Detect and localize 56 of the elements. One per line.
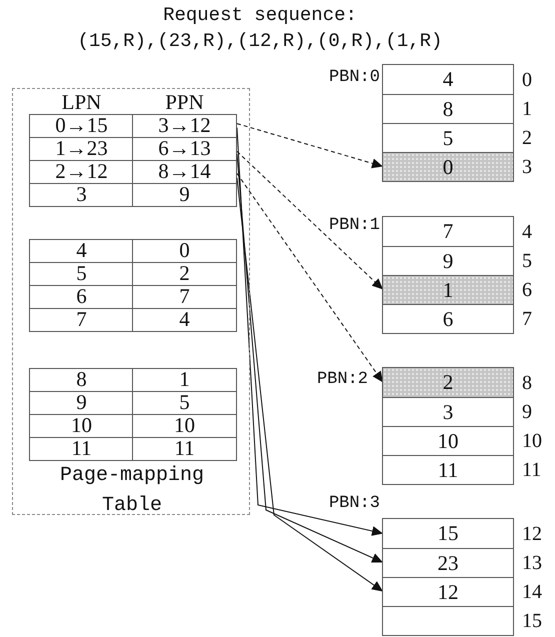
page-number: 6 <box>522 280 532 300</box>
mapping-cell: 8→14 <box>132 160 237 184</box>
table-cell: 1 <box>132 368 237 392</box>
page-number: 9 <box>522 402 532 422</box>
page-number: 4 <box>522 222 532 242</box>
column-header: PPN <box>164 92 205 112</box>
block-label: PBN:2 <box>316 370 368 390</box>
table-cell: 11 <box>132 437 237 461</box>
page-number: 7 <box>522 309 532 329</box>
table-cell: 4 <box>132 308 237 332</box>
mapping-cell: 3→12 <box>132 114 237 138</box>
node-label: 7 <box>442 219 454 243</box>
page-slot: 1 <box>383 275 513 304</box>
node-label: 15 <box>438 521 458 545</box>
table-cell: 11 <box>29 437 134 461</box>
page-number: 1 <box>522 99 532 119</box>
table-cell: 8 <box>29 368 134 392</box>
node-label: 4 <box>442 67 454 91</box>
page-number: 11 <box>522 460 542 480</box>
table-cell: 3 <box>29 183 134 207</box>
page-number: 2 <box>522 128 532 148</box>
mapping-cell: 6→13 <box>132 137 237 161</box>
table-cell: 0 <box>132 239 237 263</box>
block-label: PBN:1 <box>328 216 380 236</box>
page-number: 10 <box>522 431 542 451</box>
table-frame <box>12 88 250 515</box>
block-box <box>382 64 514 182</box>
table-cell: 10 <box>132 414 237 438</box>
table-cell: 0→15 <box>29 114 134 138</box>
page-slot: 0 <box>383 152 513 181</box>
diagram-title: Request sequence: (15,R),(23,R),(12,R),(0,R),(1,R) <box>76 3 444 54</box>
table-cell: 7 <box>132 285 237 309</box>
dashed-arrow <box>236 150 384 290</box>
table-cell: 7 <box>29 308 134 332</box>
block-box <box>382 367 514 485</box>
page-number: 14 <box>522 582 542 602</box>
block-label: PBN:0 <box>328 68 380 88</box>
column-header: LPN <box>60 92 102 112</box>
page-number: 3 <box>522 157 532 177</box>
dashed-arrow <box>236 172 384 383</box>
page-number: 8 <box>522 373 532 393</box>
table-cell: 2 <box>132 262 237 286</box>
page-number: 12 <box>522 524 542 544</box>
page-number: 5 <box>522 251 532 271</box>
page-number: 0 <box>522 70 532 90</box>
page-slot: 2 <box>383 368 513 397</box>
block-box <box>382 518 514 636</box>
dashed-arrow <box>236 123 384 168</box>
table-caption: Page-mapping Table <box>58 463 206 519</box>
page-number: 13 <box>522 553 542 573</box>
block-box <box>382 216 514 334</box>
table-cell: 4 <box>29 239 134 263</box>
table-cell: 5 <box>132 391 237 415</box>
block-label: PBN:3 <box>328 494 380 514</box>
page-number: 15 <box>522 611 542 631</box>
table-cell: 9 <box>132 183 237 207</box>
